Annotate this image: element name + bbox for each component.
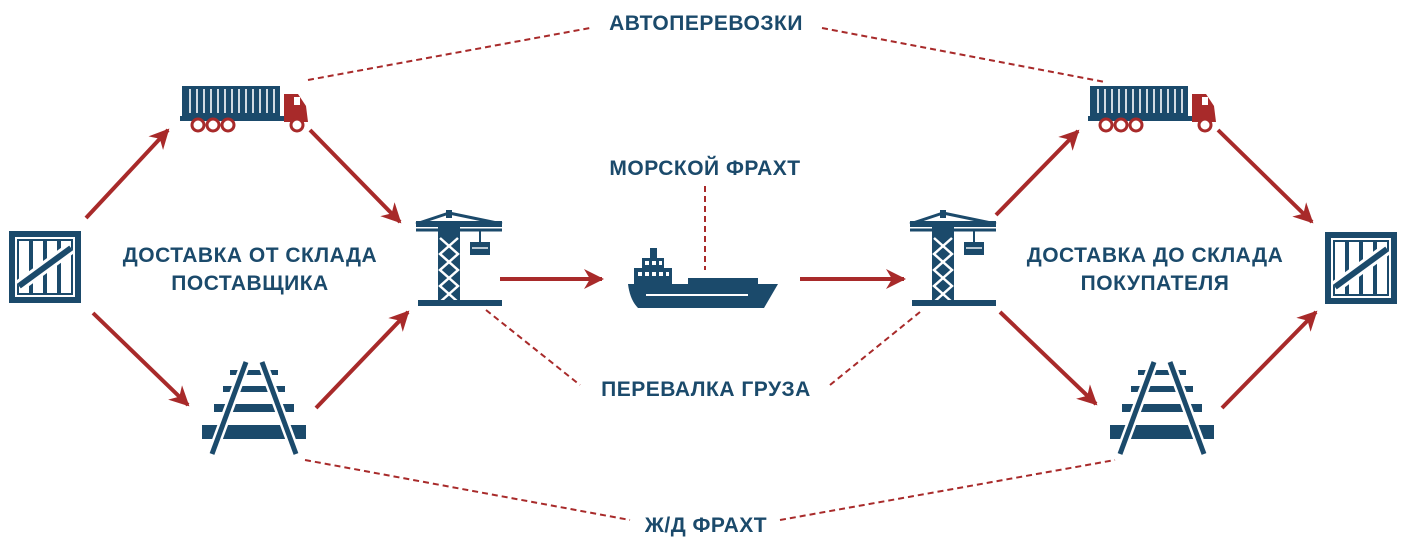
label-road-freight: АВТОПЕРЕВОЗКИ — [609, 12, 803, 35]
arrow-crane-to-rail — [998, 310, 1098, 406]
crane-icon — [416, 210, 502, 306]
label-from-supplier-line1: ДОСТАВКА ОТ СКЛАДА — [123, 244, 377, 267]
railway-icon — [202, 362, 306, 454]
dash-road-right — [821, 27, 1106, 83]
label-from-supplier-line2: ПОСТАВЩИКА — [171, 272, 328, 295]
arrow-rail-to-crate — [1220, 310, 1318, 410]
label-sea-freight: МОРСКОЙ ФРАХТ — [609, 156, 800, 180]
truck-icon — [178, 84, 310, 133]
dash-rail-right — [779, 459, 1116, 521]
dash-transship-left — [485, 309, 581, 386]
railway-icon — [1110, 362, 1214, 454]
label-to-buyer-line1: ДОСТАВКА ДО СКЛАДА — [1027, 244, 1284, 267]
label-to-buyer-line2: ПОКУПАТЕЛЯ — [1081, 272, 1230, 295]
label-transshipment: ПЕРЕВАЛКА ГРУЗА — [601, 378, 811, 401]
dashed-connectors — [304, 27, 1116, 521]
label-rail-freight: Ж/Д ФРАХТ — [644, 514, 767, 537]
arrow-crate-to-rail — [91, 311, 190, 407]
crane-icon — [910, 210, 996, 306]
crate-icon — [1328, 235, 1394, 301]
arrow-crane-to-truck — [994, 129, 1080, 217]
dash-road-left — [307, 27, 591, 81]
dash-transship-right — [829, 311, 921, 386]
arrow-rail-to-crane — [314, 310, 410, 410]
arrow-truck-to-crane — [308, 128, 402, 224]
flow-arrows — [84, 128, 1318, 410]
ship-icon — [627, 247, 779, 309]
crate-icon — [12, 234, 78, 300]
arrow-crate-to-truck — [84, 128, 170, 220]
truck-icon — [1086, 84, 1218, 133]
arrow-truck-to-crate — [1216, 128, 1314, 224]
dash-rail-left — [304, 459, 631, 521]
